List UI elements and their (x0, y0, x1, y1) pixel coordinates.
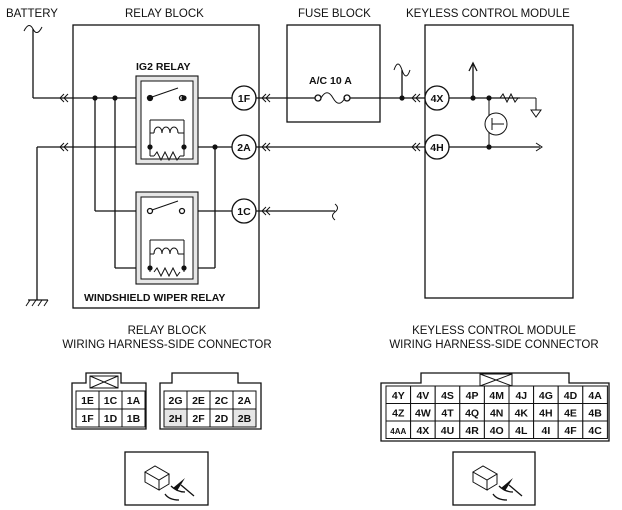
keyless-pin-4f: 4F (564, 425, 577, 437)
svg-text:4H: 4H (430, 142, 443, 154)
relay-pin-2a: 2A (238, 395, 252, 407)
keyless-pin-4u: 4U (441, 425, 454, 437)
terminal-4h: 4H (424, 134, 450, 160)
fuse-label: A/C 10 A (309, 75, 352, 87)
relay-block-label: RELAY BLOCK (125, 8, 204, 20)
keyless-pin-4l: 4L (515, 425, 528, 437)
relay-pin-2b-cell (232, 408, 257, 428)
ig2-relay-label: IG2 RELAY (136, 61, 190, 73)
relay-pin-2f: 2F (192, 413, 205, 425)
relay-pin-2d: 2D (215, 413, 229, 425)
svg-text:1F: 1F (238, 93, 251, 105)
relay-connector-subtitle: WIRING HARNESS-SIDE CONNECTOR (62, 339, 271, 351)
ig2-relay: IG2 RELAY (135, 61, 199, 165)
keyless-pin-4c-cell (582, 420, 608, 439)
battery-label: BATTERY (6, 8, 58, 20)
ground-symbol (25, 299, 49, 307)
terminal-1c: 1C (231, 198, 257, 224)
relay-pin-1e: 1E (81, 395, 94, 407)
keyless-pin-4aa: 4AA (390, 427, 406, 436)
keyless-pin-4r: 4R (465, 425, 479, 437)
keyless-pin-4a: 4A (588, 390, 602, 402)
keyless-pin-4e: 4E (564, 407, 577, 419)
fuse-block-box (286, 24, 381, 123)
relay-left-pins: 1E 1C 1A 1F 1D 1B (75, 390, 146, 428)
keyless-internals (468, 61, 543, 152)
svg-text:1C: 1C (237, 206, 251, 218)
splice-dots (92, 95, 492, 271)
keyless-pin-4t: 4T (441, 407, 454, 419)
keyless-pin-4c: 4C (588, 425, 602, 437)
svg-text:4X: 4X (431, 93, 444, 105)
relay-pin-1c: 1C (104, 395, 118, 407)
keyless-pin-4p: 4P (466, 390, 479, 402)
keyless-pin-4w: 4W (415, 407, 431, 419)
wire-break-1c (332, 203, 338, 221)
relay-block-box (72, 24, 260, 309)
keyless-connector-title: KEYLESS CONTROL MODULE (412, 325, 576, 337)
keyless-pin-4b: 4B (588, 407, 602, 419)
keyless-pin-4m: 4M (489, 390, 504, 402)
keyless-pin-4d: 4D (564, 390, 578, 402)
terminal-2a: 2A (231, 134, 257, 160)
keyless-pin-4k: 4K (515, 407, 529, 419)
harness-view-icon-right (452, 451, 536, 506)
keyless-pin-4q: 4Q (465, 407, 479, 419)
terminal-4x: 4X (424, 85, 450, 111)
keyless-pin-4v: 4V (416, 390, 429, 402)
fuse-block-label: FUSE BLOCK (298, 8, 371, 20)
relay-right-pins: 2G 2E 2C 2A 2H 2F 2D 2B (163, 390, 257, 428)
relay-pin-1f: 1F (81, 413, 94, 425)
keyless-pin-4y: 4Y (392, 390, 405, 402)
relay-pin-1b: 1B (127, 413, 141, 425)
wiper-relay-label: WINDSHIELD WIPER RELAY (84, 292, 225, 304)
relay-pin-1b-cell (121, 408, 146, 428)
connector-chevrons (59, 93, 421, 216)
keyless-module-box (424, 24, 574, 299)
relay-pin-2b: 2B (238, 413, 252, 425)
relay-pin-2c: 2C (215, 395, 229, 407)
keyless-pin-4o: 4O (490, 425, 504, 437)
relay-pin-1d: 1D (104, 413, 118, 425)
keyless-pin-4j: 4J (515, 390, 527, 402)
relay-pin-1a: 1A (127, 395, 141, 407)
keyless-pin-4z: 4Z (392, 407, 405, 419)
keyless-pin-4g: 4G (539, 390, 553, 402)
relay-pin-2g: 2G (168, 395, 182, 407)
keyless-pins: 4Y 4V 4S 4P 4M 4J 4G 4D 4A 4Z 4W 4T 4Q 4N 4K 4H 4E 4B 4AA 4… (385, 385, 608, 439)
relay-pin-2e: 2E (192, 395, 205, 407)
keyless-pin-4h: 4H (539, 407, 552, 419)
relay-pin-2h: 2H (169, 413, 182, 425)
battery-symbol (23, 25, 43, 98)
keyless-pin-4n: 4N (490, 407, 503, 419)
keyless-connector-subtitle: WIRING HARNESS-SIDE CONNECTOR (389, 339, 598, 351)
terminal-1f: 1F (231, 85, 257, 111)
keyless-module-label: KEYLESS CONTROL MODULE (406, 8, 570, 20)
keyless-pin-4x: 4X (416, 425, 429, 437)
harness-view-icon-left (124, 451, 209, 506)
fuse-a-c-10a: A/C 10 A (309, 75, 352, 104)
svg-text:2A: 2A (237, 142, 251, 154)
relay-connector-title: RELAY BLOCK (128, 325, 207, 337)
windshield-wiper-relay: WINDSHIELD WIPER RELAY (84, 191, 225, 304)
keyless-pin-4s: 4S (441, 390, 454, 402)
keyless-pin-4i: 4I (542, 425, 551, 437)
